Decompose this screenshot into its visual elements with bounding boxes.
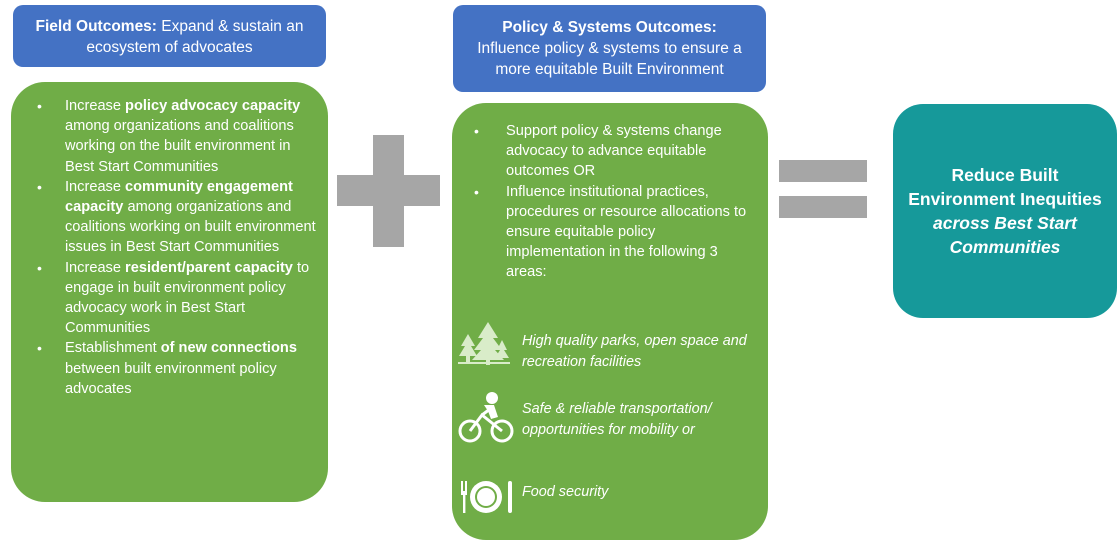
- item-text: among organizations and coalitions worki…: [65, 199, 316, 256]
- list-item: Influence institutional practices, proce…: [470, 182, 756, 283]
- plus-icon: [337, 135, 440, 247]
- result-text-line: Reduce Built Environment Inequities: [908, 165, 1102, 209]
- item-bold-text: resident/parent capacity: [125, 259, 293, 276]
- result-text: Reduce Built Environment Inequities acro…: [905, 163, 1105, 259]
- item-text: Increase: [65, 98, 126, 114]
- list-item: Increase resident/parent capacity to eng…: [33, 258, 316, 339]
- item-text: Establishment: [65, 340, 161, 357]
- area-food-text: Food security: [522, 484, 609, 500]
- field-outcomes-list: Increase policy advocacy capacity among …: [33, 96, 316, 399]
- policy-outcomes-header-text: Influence policy & systems to ensure a m…: [477, 40, 742, 78]
- area-parks-text: High quality parks, open space and recre…: [522, 333, 747, 370]
- plate-fork-knife-icon: [458, 479, 518, 520]
- field-outcomes-panel: Increase policy advocacy capacity among …: [11, 82, 328, 502]
- policy-outcomes-header-bold: Policy & Systems Outcomes:: [502, 19, 717, 36]
- field-outcomes-header: Field Outcomes: Expand & sustain an ecos…: [13, 5, 326, 67]
- field-outcomes-header-bold: Field Outcomes:: [35, 18, 157, 35]
- item-text: Increase: [65, 178, 126, 195]
- list-item: Increase community engagement capacity a…: [33, 177, 316, 258]
- list-item: Increase policy advocacy capacity among …: [33, 96, 316, 177]
- field-outcomes-header-text: Expand & sustain an ecosystem of advocat…: [86, 18, 304, 56]
- item-text: among organizations and coalitions worki…: [65, 118, 294, 175]
- item-text: between built environment policy advocat…: [65, 360, 277, 397]
- item-bold-text: community engagement capacity: [65, 178, 293, 216]
- policy-outcomes-panel: Support policy & systems change advocacy…: [452, 103, 768, 540]
- area-parks: High quality parks, open space and recre…: [452, 322, 768, 377]
- area-food: Food security: [452, 476, 768, 528]
- equals-icon: [779, 160, 867, 220]
- item-bold-text: of new connections: [160, 340, 297, 357]
- policy-outcomes-header: Policy & Systems Outcomes: Influence pol…: [453, 5, 766, 92]
- item-bold-text: policy advocacy capacity: [125, 98, 301, 114]
- result-box: Reduce Built Environment Inequities acro…: [893, 104, 1117, 318]
- area-transport-text: Safe & reliable transportation/ opportun…: [522, 401, 712, 438]
- policy-outcomes-list: Support policy & systems change advocacy…: [470, 121, 756, 283]
- item-text: Increase: [65, 259, 126, 276]
- item-text: to engage in built environment policy ad…: [65, 259, 310, 337]
- cyclist-icon: [458, 391, 514, 448]
- result-text-italic: across Best Start Communities: [933, 213, 1077, 257]
- trees-icon: [458, 320, 510, 371]
- list-item: Support policy & systems change advocacy…: [470, 121, 756, 182]
- area-transport: Safe & reliable transportation/ opportun…: [452, 391, 768, 448]
- list-item: Establishment of new connections between…: [33, 338, 316, 399]
